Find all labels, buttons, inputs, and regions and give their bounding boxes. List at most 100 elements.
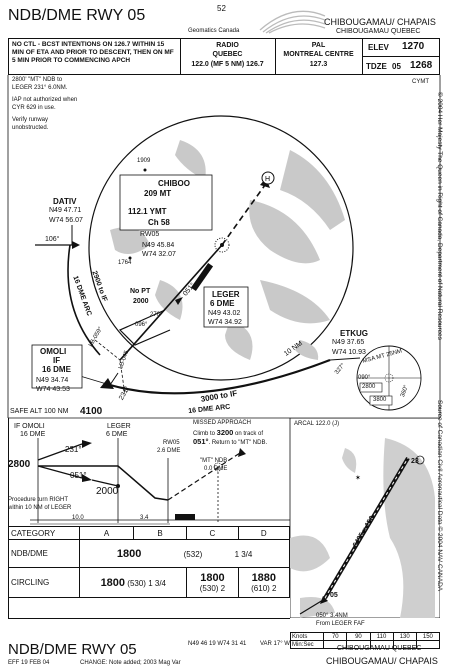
arcal-label: ARCAL 122.0 (J) xyxy=(294,421,340,427)
ymt-freq: 112.1 YMT xyxy=(128,207,167,216)
ndb-haa: (532) xyxy=(183,549,203,559)
circ-ab-haa: (530) xyxy=(127,578,146,588)
msa-2800: 2800 xyxy=(362,384,376,390)
ndb-mda: 1800 xyxy=(116,547,142,560)
missed-alt: 3200 xyxy=(216,428,234,437)
ndb-vis: 1 3/4 xyxy=(234,549,253,559)
tdze-value: 1268 xyxy=(410,60,433,71)
ndb-mt xyxy=(214,237,230,253)
track-276: 276° xyxy=(150,312,163,318)
ten-nm-circle xyxy=(88,115,354,381)
profile-view xyxy=(30,418,290,528)
minsec-label: Min:Sec xyxy=(289,640,325,649)
pal-name: MONTREAL CENTRE xyxy=(283,51,354,58)
missed-track xyxy=(221,184,266,246)
track-096: 096° xyxy=(135,322,148,328)
cat-b: B xyxy=(132,526,188,540)
page-number: 52 xyxy=(217,4,226,13)
ndb-row-values: 1800 (532) 1 3/4 xyxy=(79,539,290,568)
cat-d: D xyxy=(237,526,291,540)
profile-leger-label: LEGER xyxy=(107,423,131,430)
note-iap-2: CYR 629 in use. xyxy=(12,105,56,111)
final-course xyxy=(119,244,223,361)
speed-row: Knots 70 90 110 130 150 xyxy=(289,632,441,641)
category-header: CATEGORY xyxy=(7,526,81,540)
etkug-lon: W74 10.93 xyxy=(332,349,366,356)
spot-elev-1909: 1909 xyxy=(137,158,151,164)
copyright-side: © 2004 Her Majesty The Queen in Right of… xyxy=(436,92,443,340)
nopt-alt: 2000 xyxy=(133,298,149,305)
ndb-row: NDB/DME 1800 (532) 1 3/4 xyxy=(7,539,290,568)
chart-title: NDB/DME RWY 05 xyxy=(8,7,146,24)
profile-alt-2000: 2000 xyxy=(96,486,119,497)
dativ-lat: N49 47.71 xyxy=(49,207,82,214)
rw05-label: RW05 xyxy=(140,231,160,238)
note-iap-1: IAP not authorized when xyxy=(12,97,78,103)
missed-line-2: 051°. Return to "MT" NDB. xyxy=(193,437,268,446)
profile-mt-dme: 0.0 DME xyxy=(204,466,228,472)
missed-line-1: Climb to 3200 on track of xyxy=(193,428,264,437)
dist-34: 3.4 xyxy=(140,515,149,521)
pal-freq: 127.3 xyxy=(309,61,328,68)
leger-label: LEGER xyxy=(212,290,240,299)
msa-3800: 3800 xyxy=(373,397,387,403)
footer-var: VAR 17° W xyxy=(260,641,290,647)
nopt-label: No PT xyxy=(130,288,151,295)
circ-ab-vis: 1 3/4 xyxy=(148,578,166,588)
omoli-label: OMOLI xyxy=(40,347,67,356)
hold-marker xyxy=(261,171,275,185)
runway-end-05: 05 xyxy=(330,592,338,599)
missed-title: MISSED APPROACH xyxy=(193,420,252,426)
etkug-label: ETKUG xyxy=(340,329,368,338)
circ-c-mda: 1800 xyxy=(200,572,225,584)
heading-106: 106° xyxy=(45,236,60,243)
footer-location-sub: CHIBOUGAMAU QUEBEC xyxy=(337,645,422,652)
dativ-lon: W74 56.07 xyxy=(49,217,83,224)
circ-d-haa: (610) 2 xyxy=(251,584,277,593)
chiboo-label: CHIBOO xyxy=(158,179,190,188)
radio-label: RADIO xyxy=(216,42,239,49)
rw05-lon: W74 32.07 xyxy=(142,251,176,258)
footer-change: CHANGE: Note added; 2003 Mag Var xyxy=(80,660,181,666)
msa-090: 090° xyxy=(358,375,371,381)
hold-h: H xyxy=(265,176,270,183)
circling-row-label: CIRCLING xyxy=(7,567,81,598)
leger-lat: N49 43.02 xyxy=(208,310,241,317)
leger-lon: W74 34.92 xyxy=(208,319,242,326)
ymt-channel: Ch 58 xyxy=(148,218,170,227)
chiboo-mt: 209 MT xyxy=(144,189,172,198)
omoli-lon: W74 43.53 xyxy=(36,386,70,393)
svg-text:✶: ✶ xyxy=(355,474,361,482)
tdze-label: TDZE xyxy=(366,62,387,71)
minimums-table: CATEGORY A B C D NDB/DME 1800 (532) 1 3/… xyxy=(7,526,291,598)
footer-coords: N49 46 19 W74 31 41 xyxy=(188,641,247,647)
arc-south xyxy=(109,358,331,395)
minsec-row: Min:Sec xyxy=(289,640,441,649)
omoli-lat: N49 34.74 xyxy=(36,377,69,384)
arc-west xyxy=(67,244,101,356)
tdze-rwy: 05 xyxy=(392,62,401,71)
radio-name: QUEBEC xyxy=(212,51,243,58)
proc-turn-2: within 10 NM of LEGER xyxy=(8,505,72,511)
safe-alt-label: SAFE ALT 100 NM xyxy=(10,408,69,415)
elev-label: ELEV xyxy=(368,43,389,52)
circ-c-haa: (530) 2 xyxy=(199,584,226,593)
speed-150: 150 xyxy=(415,632,441,641)
airport-code: CYMT xyxy=(412,79,429,85)
profile-mt-ndb: "MT" NDB xyxy=(200,458,228,464)
knots-label: Knots xyxy=(289,632,325,641)
faf-distance: 050° 3.4NM xyxy=(316,613,348,619)
aerodrome-sketch: ✶ xyxy=(290,418,440,618)
footer-eff: EFF 19 FEB 04 xyxy=(8,660,50,666)
circling-c: 1800 (530) 2 xyxy=(186,567,239,598)
plan-view: H xyxy=(7,75,441,419)
elev-value: 1270 xyxy=(402,41,425,52)
safe-alt-value: 4100 xyxy=(80,406,103,417)
speed-70: 70 xyxy=(323,632,348,641)
location-top: CHIBOUGAMAU/ CHAPAIS xyxy=(324,17,436,27)
omoli-if: IF xyxy=(53,356,61,365)
speed-90: 90 xyxy=(346,632,371,641)
note-verify-2: unobstructed. xyxy=(12,125,49,131)
circ-d-mda: 1880 xyxy=(251,572,277,584)
omoli-dme: 16 DME xyxy=(42,365,71,374)
